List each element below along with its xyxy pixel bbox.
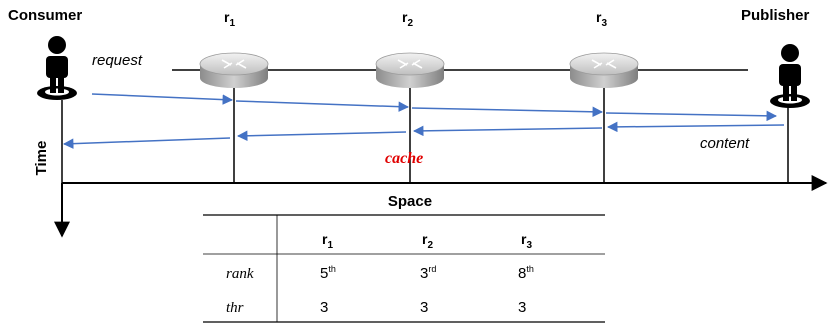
table-header-r1: r1 — [322, 231, 333, 251]
table-row-label-rank: rank — [226, 266, 254, 282]
publisher-label: Publisher — [741, 7, 810, 24]
router-label-r3: r3 — [596, 9, 607, 29]
consumer-label: Consumer — [8, 7, 82, 24]
content-label: content — [700, 135, 750, 152]
router-icon-r1 — [199, 52, 269, 89]
router-label-r2: r2 — [402, 9, 413, 29]
table-cell-thr-r1: 3 — [320, 299, 328, 316]
content-arrow-3 — [236, 130, 407, 142]
consumer-person-icon — [37, 36, 77, 100]
request-arrow-1 — [91, 93, 234, 105]
request-arrow-3 — [411, 106, 604, 118]
table-cell-thr-r2: 3 — [420, 299, 428, 316]
router-icon-r3 — [569, 52, 639, 89]
request-label: request — [92, 52, 143, 69]
request-arrow-2 — [235, 100, 410, 112]
table-cell-rank-r3: 8th — [518, 264, 534, 282]
table-cell-rank-r1: 5th — [320, 264, 336, 282]
router-icon-r2 — [375, 52, 445, 89]
space-axis-label: Space — [388, 193, 432, 210]
router-label-r1: r1 — [224, 9, 235, 29]
table-cell-thr-r3: 3 — [518, 299, 526, 316]
content-arrow-2 — [412, 125, 603, 137]
table-cell-rank-r2: 3rd — [420, 264, 436, 282]
table-header-r2: r2 — [422, 231, 433, 251]
publisher-person-icon — [770, 44, 810, 108]
request-arrow-4 — [605, 110, 778, 122]
cache-label: cache — [385, 150, 423, 167]
content-arrow-4 — [62, 137, 231, 149]
table-row-label-thr: thr — [226, 300, 244, 316]
table-header-r3: r3 — [521, 231, 532, 251]
time-axis-label: Time — [33, 141, 50, 176]
content-arrow-1 — [606, 121, 785, 133]
